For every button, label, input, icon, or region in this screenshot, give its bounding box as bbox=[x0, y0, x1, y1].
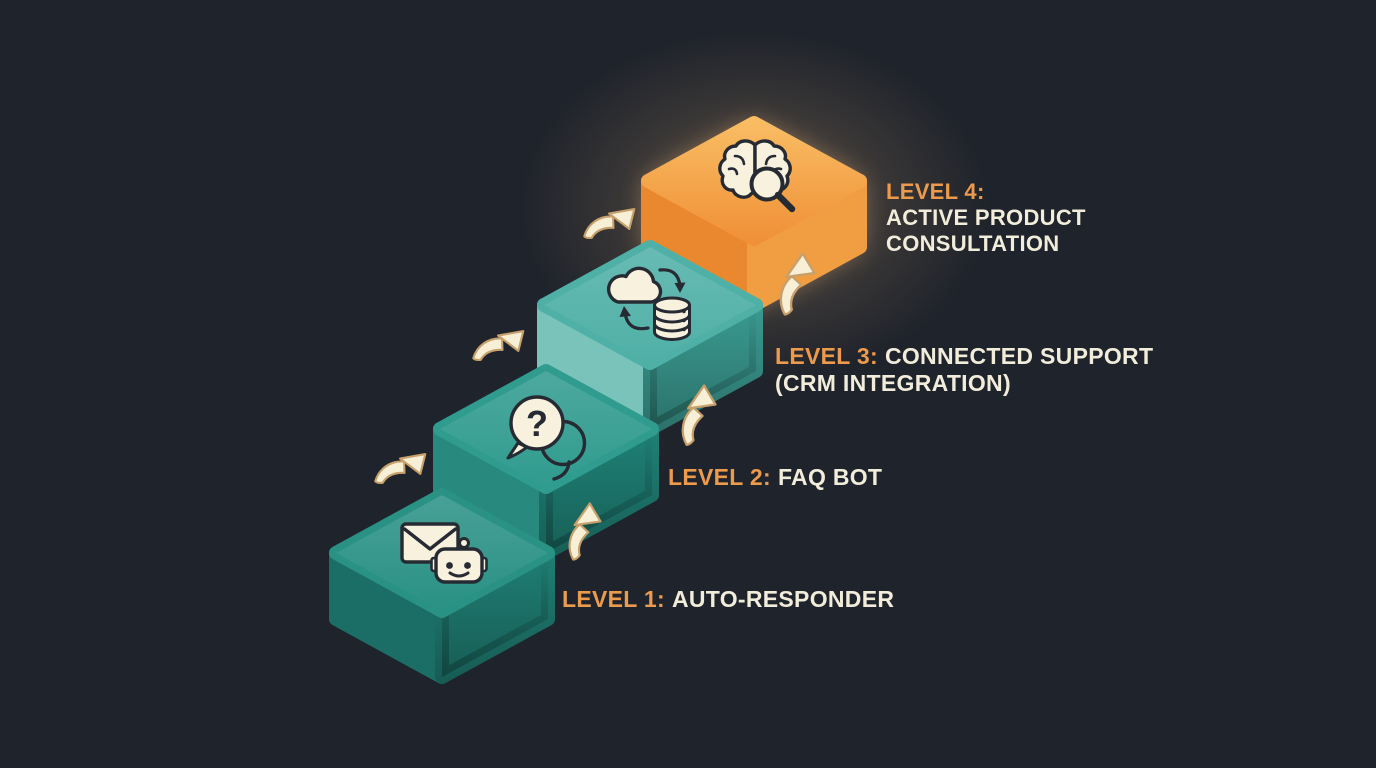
sync-arrow-up-head bbox=[619, 306, 631, 317]
database-top bbox=[653, 296, 691, 314]
level-2-block: ? bbox=[433, 364, 659, 560]
level-4-label-line-1: ACTIVE PRODUCT bbox=[886, 205, 1086, 230]
database-rings bbox=[653, 313, 691, 333]
level-4-label-line-2: CONSULTATION bbox=[886, 231, 1060, 256]
brain-left-lobe bbox=[718, 139, 757, 199]
level-3-label: LEVEL 3:CONNECTED SUPPORT (CRM INTEGRATI… bbox=[775, 343, 1153, 397]
level-4-block bbox=[641, 116, 867, 312]
level-3-label-prefix: LEVEL 3: bbox=[775, 343, 878, 369]
level-4-label: LEVEL 4: ACTIVE PRODUCT CONSULTATION bbox=[886, 179, 1086, 257]
faq-back-bubble-tail bbox=[552, 460, 571, 481]
sync-arrow-down-head bbox=[674, 282, 686, 293]
brain-folds bbox=[727, 154, 783, 176]
mail-robot-icon bbox=[400, 522, 488, 584]
question-mark-glyph: ? bbox=[526, 403, 548, 444]
level-3-label-line-2: (CRM INTEGRATION) bbox=[775, 370, 1011, 396]
cloud-database-sync-icon bbox=[606, 266, 691, 341]
faq-bubbles-icon: ? bbox=[506, 395, 587, 481]
level-3-block bbox=[537, 240, 763, 436]
level-2-label: LEVEL 2:FAQ BOT bbox=[668, 464, 882, 491]
magnifier-handle bbox=[774, 191, 796, 213]
robot-head bbox=[434, 547, 484, 584]
level-2-label-prefix: LEVEL 2: bbox=[668, 464, 771, 490]
level-4-label-prefix-text: LEVEL 4: bbox=[886, 179, 985, 204]
arrow-left-2 bbox=[469, 316, 532, 379]
robot-smile bbox=[448, 571, 470, 578]
faq-main-bubble bbox=[509, 395, 565, 451]
level-1-block bbox=[329, 488, 555, 684]
database-dot bbox=[682, 327, 686, 332]
level-1-label-text: AUTO-RESPONDER bbox=[671, 586, 895, 612]
level-1-label-prefix: LEVEL 1: bbox=[562, 586, 665, 612]
robot-eye-left bbox=[446, 562, 453, 569]
database-dot bbox=[682, 318, 686, 323]
robot-eye-right bbox=[464, 562, 471, 569]
database-dot bbox=[682, 309, 686, 314]
robot-antenna bbox=[458, 537, 470, 549]
level-1-label: LEVEL 1:AUTO-RESPONDER bbox=[562, 586, 894, 613]
level-3-label-line-1: LEVEL 3:CONNECTED SUPPORT bbox=[775, 343, 1153, 370]
brain-search-icon bbox=[718, 139, 796, 213]
level-3-top-face-sheen bbox=[544, 247, 756, 363]
level-4-label-prefix: LEVEL 4: bbox=[886, 179, 1086, 205]
arrow-left-1 bbox=[371, 439, 434, 502]
envelope-flap bbox=[402, 527, 458, 551]
magnifier-lens bbox=[749, 166, 785, 202]
level-2-label-text: FAQ BOT bbox=[777, 464, 883, 490]
cloud-shape bbox=[606, 266, 663, 304]
level-3-label-text: CONNECTED SUPPORT bbox=[884, 343, 1154, 369]
